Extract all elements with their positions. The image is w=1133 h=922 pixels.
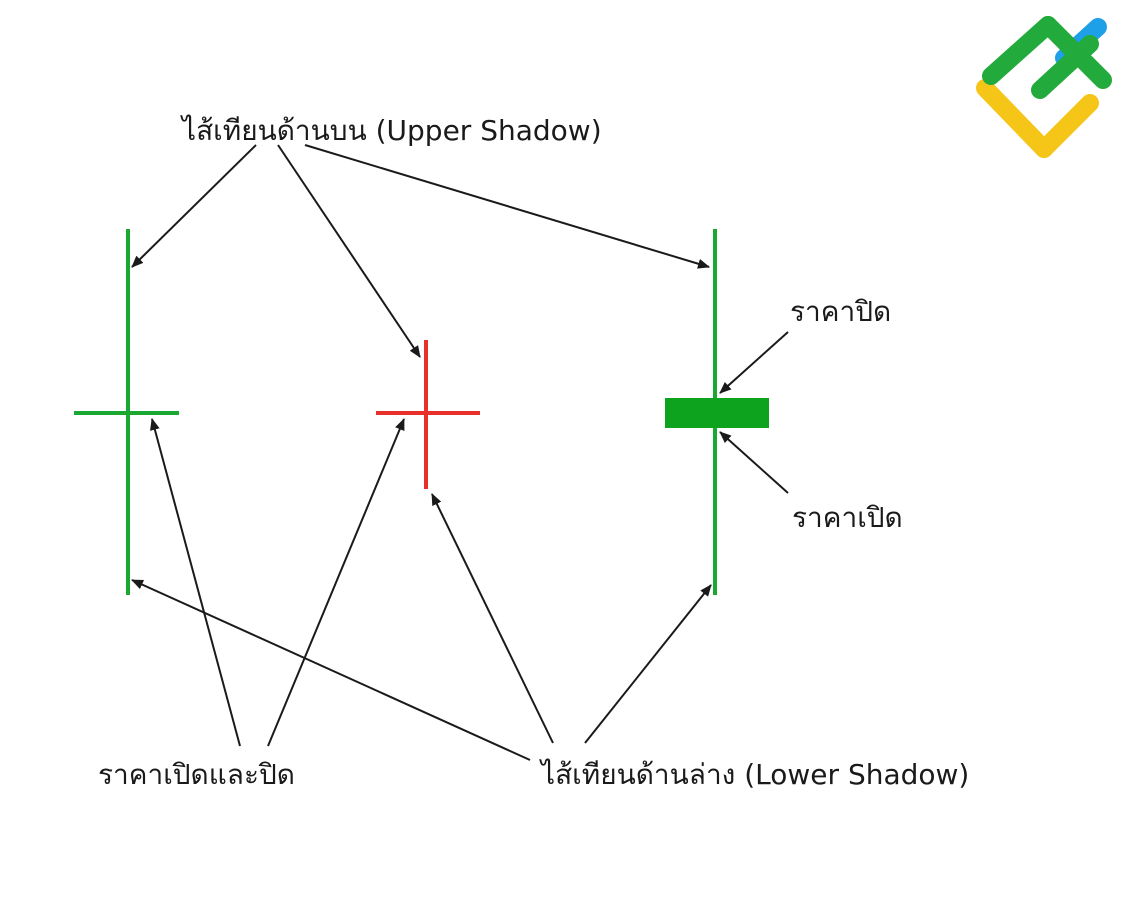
arrows-open-close	[150, 418, 405, 747]
label-lower-shadow: ไส้เทียนด้านล่าง (Lower Shadow)	[539, 758, 969, 791]
label-close-price: ราคาปิด	[790, 295, 891, 328]
brand-logo-icon	[976, 16, 1112, 158]
arrows-price	[719, 331, 789, 494]
label-open-price: ราคาเปิด	[792, 501, 903, 534]
arrows-upper-shadow	[131, 144, 710, 358]
candle-green-body	[665, 229, 769, 595]
label-open-and-close: ราคาเปิดและปิด	[98, 758, 295, 791]
candle-body	[665, 398, 769, 428]
label-upper-shadow: ไส้เทียนด้านบน (Upper Shadow)	[180, 114, 602, 147]
candle-red-doji	[376, 340, 480, 489]
arrows-lower-shadow	[131, 493, 712, 761]
candle-green-doji	[74, 229, 179, 595]
